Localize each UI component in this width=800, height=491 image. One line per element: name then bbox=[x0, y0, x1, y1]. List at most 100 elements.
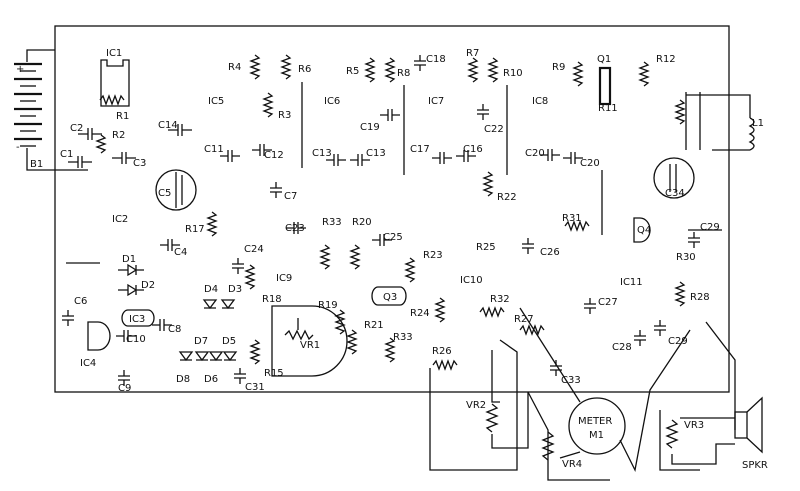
label-c12: C12 bbox=[264, 150, 284, 161]
battery-b1 bbox=[14, 49, 88, 171]
label-vr4: VR4 bbox=[562, 459, 582, 470]
label-c21: C20 bbox=[525, 148, 545, 159]
label-d8: D8 bbox=[176, 374, 190, 385]
q4-outline bbox=[633, 217, 651, 243]
label-r24: R24 bbox=[410, 308, 430, 319]
label-r33: R33 bbox=[393, 332, 413, 343]
label-ic9: IC9 bbox=[276, 273, 292, 284]
label-spkr: SPKR bbox=[742, 460, 768, 471]
label-c16: C16 bbox=[463, 144, 483, 155]
label-c11: C11 bbox=[204, 144, 224, 155]
resistor-symbols bbox=[95, 54, 686, 371]
label-ic2: IC2 bbox=[112, 214, 128, 225]
label-r8: R8 bbox=[397, 68, 410, 79]
label-b1: B1 bbox=[30, 159, 43, 170]
label-c13: C13 bbox=[366, 148, 386, 159]
pcb-outline bbox=[54, 25, 730, 393]
label-r23: R23 bbox=[423, 250, 443, 261]
label-r22: R22 bbox=[497, 192, 517, 203]
label-d2: D2 bbox=[141, 280, 155, 291]
ic3-outline bbox=[121, 309, 155, 327]
label-q1: Q1 bbox=[597, 54, 611, 65]
label-c1: C1 bbox=[60, 149, 73, 160]
label-r15: R15 bbox=[264, 368, 284, 379]
label-m1: M1 bbox=[589, 430, 604, 441]
label-c26: C26 bbox=[540, 247, 560, 258]
label-batt-plus: + bbox=[16, 64, 24, 75]
label-c20: C20 bbox=[580, 158, 600, 169]
label-r2: R2 bbox=[112, 130, 125, 141]
label-meter: METER bbox=[578, 416, 612, 427]
label-c33: C33 bbox=[561, 375, 581, 386]
label-r30: R31 bbox=[562, 213, 582, 224]
cap-c5 bbox=[155, 169, 197, 211]
label-c22: C22 bbox=[484, 124, 504, 135]
label-r3: R3 bbox=[278, 110, 291, 121]
label-ic11: IC11 bbox=[620, 277, 643, 288]
label-d1: D1 bbox=[122, 254, 136, 265]
label-vr2: VR2 bbox=[466, 400, 486, 411]
label-c28: C28 bbox=[612, 342, 632, 353]
label-r31: R32 bbox=[490, 294, 510, 305]
label-c29: C29 bbox=[668, 336, 688, 347]
label-c18: C18 bbox=[426, 54, 446, 65]
label-ic10: IC10 bbox=[460, 275, 483, 286]
label-c25: C25 bbox=[383, 232, 403, 243]
label-c10: C10 bbox=[126, 334, 146, 345]
label-l1: L1 bbox=[752, 118, 764, 129]
label-r27: R27 bbox=[514, 314, 534, 325]
label-c19: C19 bbox=[360, 122, 380, 133]
external-wiring bbox=[429, 321, 763, 481]
label-c15: C14 bbox=[158, 120, 178, 131]
label-d5: D5 bbox=[222, 336, 236, 347]
label-c24: C24 bbox=[244, 244, 264, 255]
label-d6: D6 bbox=[204, 374, 218, 385]
label-q3: Q3 bbox=[383, 292, 397, 303]
label-r25: R25 bbox=[476, 242, 496, 253]
label-r1: R1 bbox=[116, 111, 129, 122]
label-r20: R20 bbox=[352, 217, 372, 228]
label-r29: R30 bbox=[676, 252, 696, 263]
cap-c34 bbox=[653, 157, 695, 199]
label-d4: D4 bbox=[204, 284, 218, 295]
component-labels: B1 + - IC1 R1 C2 R2 C1 C3 C14 C5 R4 R6 I… bbox=[16, 48, 768, 471]
label-ic4: IC4 bbox=[80, 358, 96, 369]
meter-m1 bbox=[568, 397, 626, 455]
label-c34: C34 bbox=[665, 188, 685, 199]
label-r9: R9 bbox=[552, 62, 565, 73]
label-ic6: IC6 bbox=[324, 96, 340, 107]
label-q4: Q4 bbox=[637, 225, 651, 236]
capacitor-symbols bbox=[62, 55, 700, 386]
vr1-outline bbox=[271, 305, 348, 377]
label-c7: C7 bbox=[284, 191, 297, 202]
label-c14: C13 bbox=[312, 148, 332, 159]
label-r12: R12 bbox=[656, 54, 676, 65]
label-ic8: IC8 bbox=[532, 96, 548, 107]
label-ic7: IC7 bbox=[428, 96, 444, 107]
label-c8: C8 bbox=[168, 324, 181, 335]
label-c5: C5 bbox=[158, 188, 171, 199]
label-r17: R17 bbox=[185, 224, 205, 235]
label-c4: C4 bbox=[174, 247, 187, 258]
label-r28: R28 bbox=[690, 292, 710, 303]
q1-outline bbox=[598, 66, 612, 106]
label-r18: R18 bbox=[262, 294, 282, 305]
label-c6: C6 bbox=[74, 296, 87, 307]
diode-symbols bbox=[118, 263, 238, 362]
label-vr3: VR3 bbox=[684, 420, 704, 431]
label-c23: C23 bbox=[285, 223, 305, 234]
label-ic3: IC3 bbox=[129, 314, 145, 325]
label-r7: R7 bbox=[466, 48, 479, 59]
label-d7: D7 bbox=[194, 336, 208, 347]
label-r5: R5 bbox=[346, 66, 359, 77]
label-c30: C29 bbox=[700, 222, 720, 233]
label-vr1: VR1 bbox=[300, 340, 320, 351]
label-c17: C17 bbox=[410, 144, 430, 155]
label-r4: R4 bbox=[228, 62, 241, 73]
label-c3: C3 bbox=[133, 158, 146, 169]
label-r11: R11 bbox=[598, 103, 618, 114]
label-c2: C2 bbox=[70, 123, 83, 134]
label-batt-minus: - bbox=[16, 142, 20, 153]
